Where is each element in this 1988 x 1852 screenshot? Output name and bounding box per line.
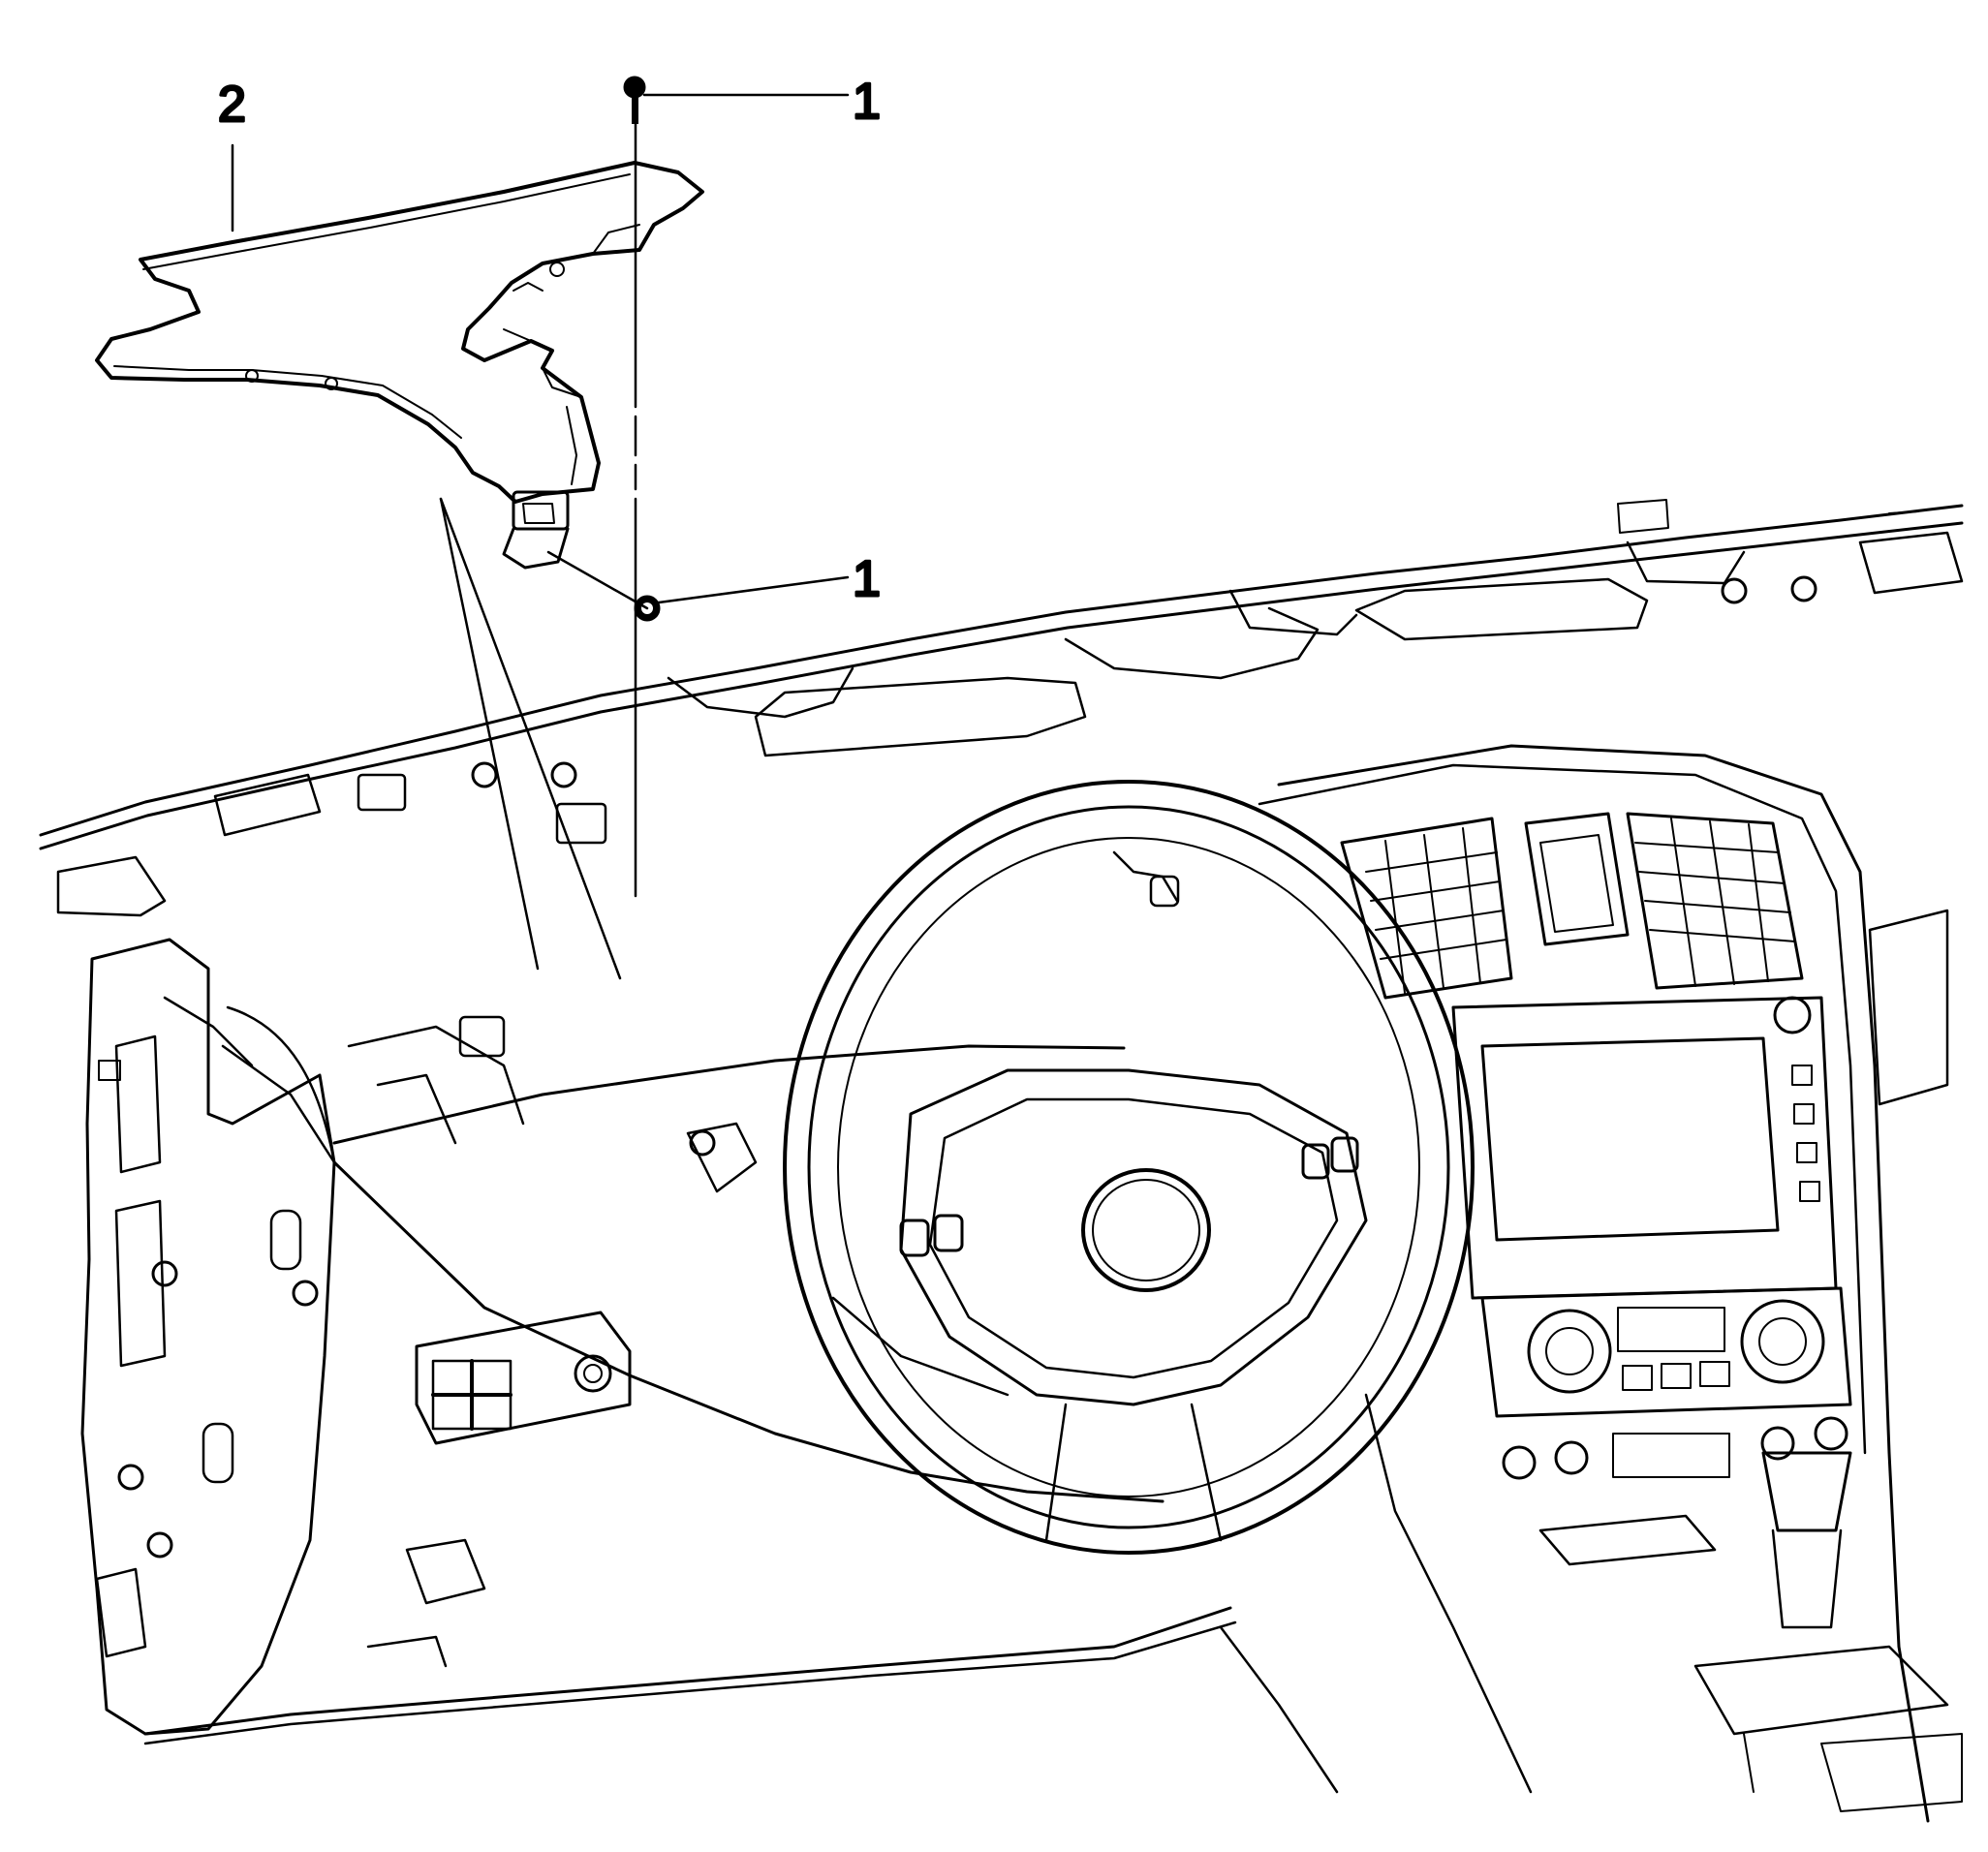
callout-label-1-middle: 1 — [853, 551, 881, 607]
callout-label-1-top: 1 — [853, 74, 881, 130]
steering-wheel — [783, 780, 1475, 1555]
left-end-bracket — [80, 938, 336, 1736]
fastener-bolt-top — [623, 76, 646, 124]
upper-trim-panel — [95, 161, 704, 570]
leader-lines — [231, 93, 850, 604]
callout-label-2: 2 — [218, 77, 246, 133]
lower-panel — [143, 1015, 1533, 1794]
instrument-panel-top — [39, 499, 1964, 917]
center-stack — [1258, 744, 1963, 1823]
alignment-lines — [439, 122, 649, 980]
